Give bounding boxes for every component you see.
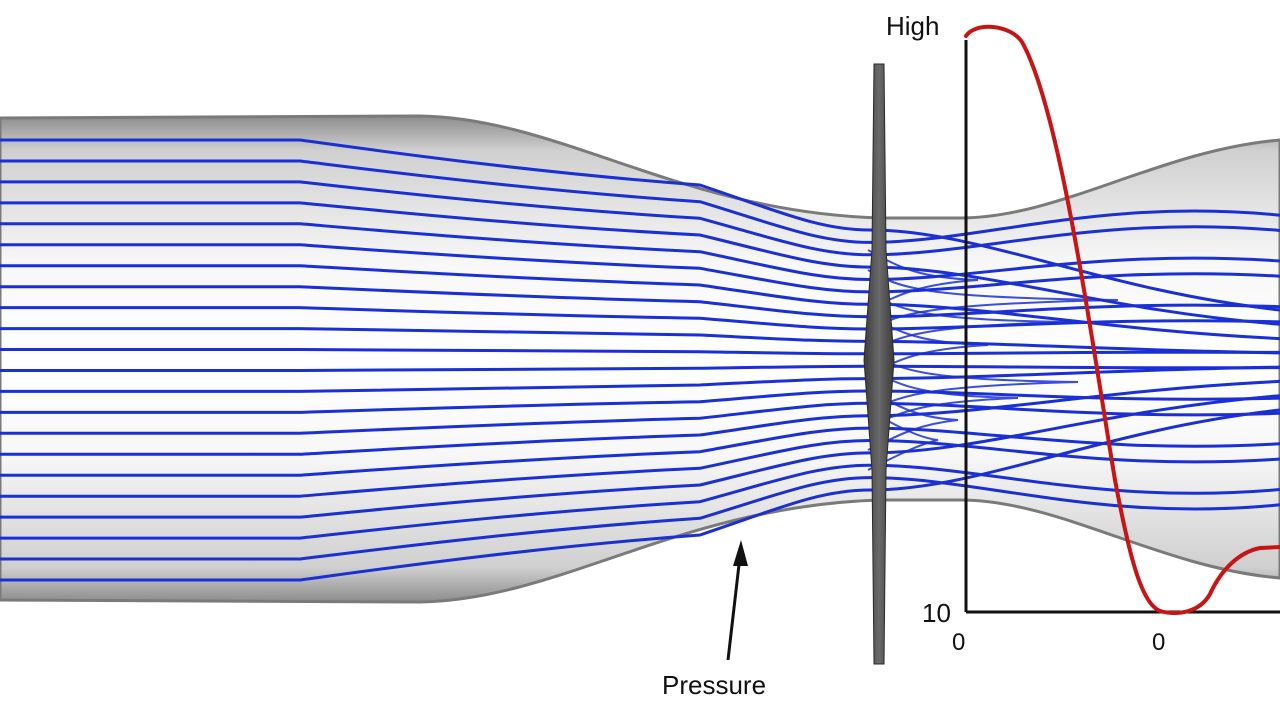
streamline: [0, 401, 1280, 435]
streamline: [0, 365, 1280, 393]
turbulence-streak: [867, 314, 989, 376]
streamline: [0, 327, 1280, 355]
streamline: [0, 463, 1280, 540]
tick-label-zero-left: 0: [952, 629, 965, 656]
streamline: [0, 379, 1280, 456]
streamline: [0, 348, 1280, 356]
streamlines: [0, 138, 1280, 582]
streamline: [0, 476, 1280, 561]
axis-label-high: High: [886, 11, 939, 41]
turbulence-streak: [867, 351, 1079, 413]
streamline: [0, 426, 1280, 477]
streamline: [0, 408, 1280, 582]
axis-label-ten: 10: [922, 598, 951, 628]
turbulence-streak: [867, 249, 979, 311]
streamline: [0, 138, 1280, 312]
turbulence-streak: [867, 367, 1019, 429]
streamline: [0, 389, 1280, 414]
streamline: [0, 159, 1280, 244]
pressure-arrow: [726, 555, 742, 661]
pressure-curve: [964, 24, 1280, 615]
orifice-plate: [863, 63, 895, 665]
streamline: [0, 364, 1280, 372]
streamline: [0, 201, 1280, 326]
streamline: [0, 222, 1280, 282]
streamline: [0, 285, 1280, 319]
tick-label-zero-mid: 0: [1152, 629, 1165, 656]
streamline: [0, 438, 1280, 498]
streamline: [0, 180, 1280, 257]
pressure-label: Pressure: [662, 670, 766, 700]
pressure-arrow-head: [733, 540, 748, 566]
streamline: [0, 394, 1280, 519]
streamline: [0, 243, 1280, 294]
venturi-tube: [0, 114, 1280, 604]
streamline: [0, 264, 1280, 341]
turbulence-streak: [867, 291, 1069, 353]
turbulence-streak: [867, 389, 959, 451]
turbulence-streak: [867, 409, 939, 471]
turbulence-burst: [867, 249, 1119, 471]
turbulence-streak: [867, 269, 1119, 331]
